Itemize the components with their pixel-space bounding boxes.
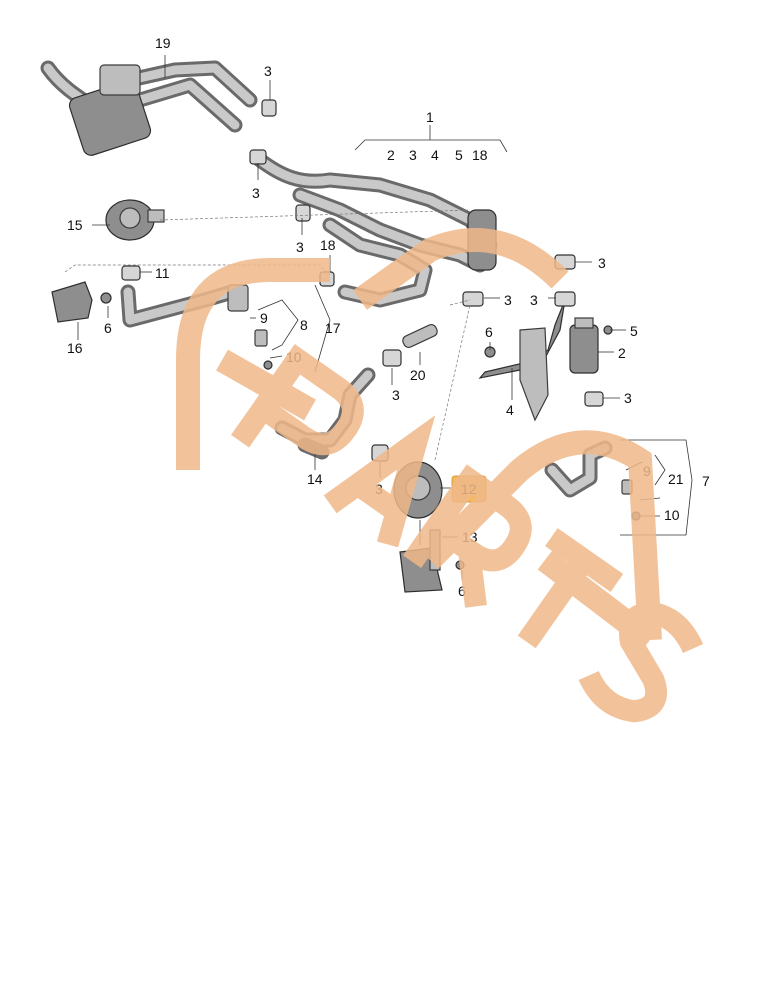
label-2b: 2: [618, 345, 626, 361]
bracket-4: [478, 299, 566, 422]
label-3d: 3: [296, 239, 304, 255]
label-2: 2: [387, 147, 395, 163]
label-7: 7: [702, 473, 710, 489]
label-21: 21: [668, 471, 684, 487]
sensor-20: [402, 323, 438, 349]
label-3c: 3: [252, 185, 260, 201]
label-4b: 4: [506, 402, 514, 418]
label-1: 1: [426, 109, 434, 125]
label-10b: 10: [664, 507, 680, 523]
label-18a: 18: [472, 147, 488, 163]
label-3g: 3: [530, 292, 538, 308]
label-6a: 6: [104, 320, 112, 336]
label-5b: 5: [630, 323, 638, 339]
label-3i: 3: [624, 390, 632, 406]
label-14: 14: [307, 471, 323, 487]
parts-watermark-logo: [176, 228, 704, 723]
label-8: 8: [300, 317, 308, 333]
label-9a: 9: [260, 310, 268, 326]
label-6b: 6: [485, 324, 493, 340]
label-6c: 6: [458, 583, 466, 599]
label-3a: 3: [264, 63, 272, 79]
clip-parts: [121, 99, 604, 462]
label-3f: 3: [504, 292, 512, 308]
pump-15: [105, 199, 165, 241]
label-15: 15: [67, 217, 83, 233]
label-11: 11: [155, 265, 170, 281]
bracket-16: [51, 281, 93, 323]
label-5: 5: [455, 147, 463, 163]
hose-group-main-1: [252, 152, 498, 308]
label-16: 16: [67, 340, 83, 356]
hose-group-top-19: [40, 60, 258, 156]
label-17: 17: [325, 320, 341, 336]
label-4: 4: [431, 147, 439, 163]
label-3e: 3: [598, 255, 606, 271]
label-3b: 3: [409, 147, 417, 163]
valve-2: [569, 317, 599, 374]
label-20: 20: [410, 367, 426, 383]
label-3h: 3: [392, 387, 400, 403]
label-19: 19: [155, 35, 171, 51]
label-18b: 18: [320, 237, 336, 253]
